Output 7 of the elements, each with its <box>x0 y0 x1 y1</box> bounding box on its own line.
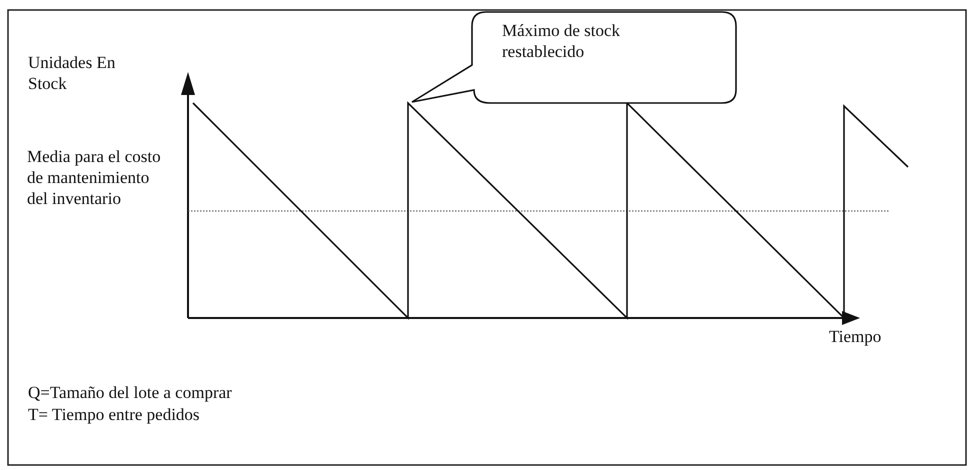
callout-text: Máximo de stock restablecido <box>502 20 622 62</box>
note-text: Q=Tamaño del lote a comprar <box>28 382 233 403</box>
callout-bubble <box>410 10 738 106</box>
axis-title: Unidades En Stock <box>28 52 116 94</box>
note-text: T= Tiempo entre pedidos <box>28 404 201 425</box>
axis-title: Tiempo <box>829 326 882 347</box>
annotation-text: Media para el costo de mantenimiento del inventario <box>26 146 162 209</box>
